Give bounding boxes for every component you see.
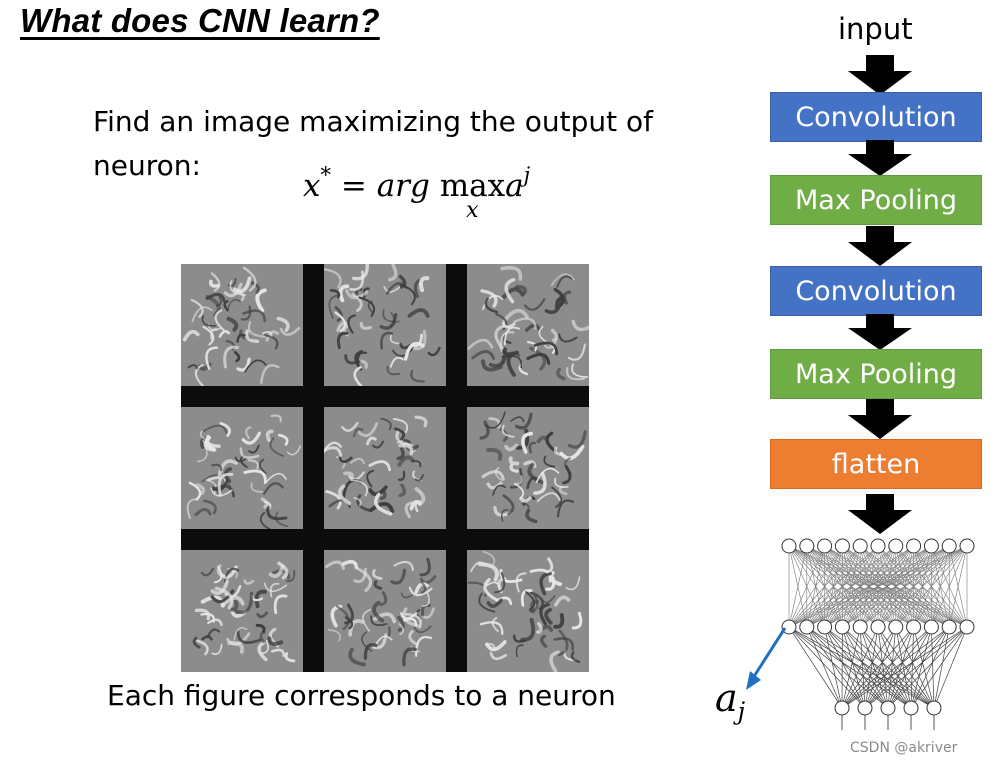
arrow-down-icon [848,55,912,95]
neuron-node [959,538,975,554]
neuron-node [941,538,957,554]
block-flatten: flatten [770,439,982,489]
formula-target-sup: j [523,163,531,187]
output-neuron-label: aj [715,676,745,726]
neuron-node [834,538,850,554]
neuron-node [903,700,919,716]
output-sub: j [737,697,746,726]
neuron-visualization-3 [467,264,589,386]
arrow-down-icon [848,314,912,350]
formula-max-label: max [439,168,506,204]
neuron-node [923,538,939,554]
formula-max-sub: x [466,198,479,223]
neuron-visualization-7 [181,550,303,672]
neuron-node [906,538,922,554]
neuron-visualization-9 [467,550,589,672]
neuron-node [857,700,873,716]
neuron-node [888,538,904,554]
neuron-visualization-8 [324,550,446,672]
figure-caption: Each figure corresponds to a neuron [107,679,616,712]
arrow-down-icon [848,399,912,439]
slide-title: What does CNN learn? [20,2,380,39]
neuron-node [799,538,815,554]
neuron-node [926,700,942,716]
neuron-visualization-4 [181,407,303,529]
neuron-node [941,619,957,635]
formula-target: a [505,168,524,204]
output-arrowhead-icon [746,671,761,690]
neuron-node [880,700,896,716]
output-label: a [715,676,738,720]
formula-equals: = [340,168,367,204]
neuron-node [817,538,833,554]
arrow-down-icon [848,226,912,266]
arrow-down-icon [848,140,912,176]
neuron-node [923,619,939,635]
neuron-visualization-1 [181,264,303,386]
neuron-node [834,619,850,635]
neuron-node [959,619,975,635]
neuron-node [888,619,904,635]
formula-lhs-sup: * [320,163,331,187]
neuron-node [852,619,868,635]
block-convolution-2: Convolution [770,266,982,316]
neuron-visualization-6 [467,407,589,529]
description-text: Find an image maximizing the output of n… [93,105,654,182]
output-arrow-icon [751,627,787,679]
arrow-down-icon [848,494,912,534]
formula-arg: arg [376,168,430,204]
neuron-visualization-grid [181,264,589,672]
block-max-pooling-2: Max Pooling [770,349,982,399]
formula-lhs: x [303,168,321,204]
neuron-node [852,538,868,554]
neuron-node [834,700,850,716]
block-max-pooling-1: Max Pooling [770,175,982,225]
neuron-node [781,619,797,635]
neuron-visualization-5 [324,407,446,529]
neuron-node [799,619,815,635]
neuron-node [870,538,886,554]
neuron-node [906,619,922,635]
neuron-node [781,538,797,554]
neuron-visualization-2 [324,264,446,386]
watermark: CSDN @akriver [850,740,958,756]
neuron-node [870,619,886,635]
fully-connected-network-diagram [746,538,975,730]
block-convolution-1: Convolution [770,92,982,142]
input-label: input [838,12,913,46]
neuron-node [817,619,833,635]
